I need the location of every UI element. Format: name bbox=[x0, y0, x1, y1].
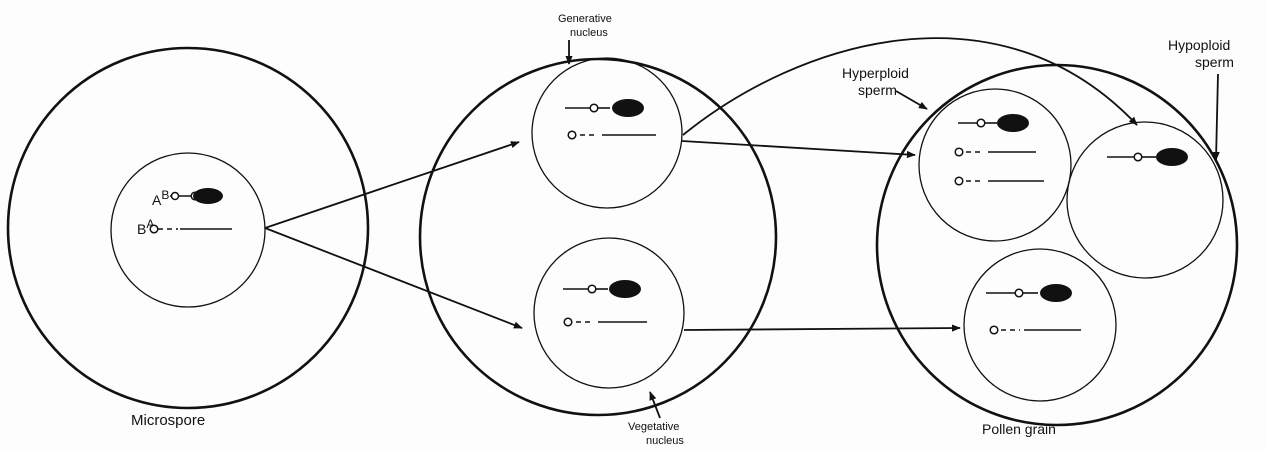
hyperploid-label-line1: Hyperploid bbox=[842, 65, 909, 81]
hyperploid-pointer-arrow bbox=[896, 91, 927, 109]
vegetative-nucleus bbox=[534, 238, 684, 388]
generative-nucleus bbox=[532, 58, 682, 208]
hypoploid-pointer-arrow bbox=[1216, 74, 1218, 160]
generative-chromosome-ba bbox=[568, 131, 656, 139]
arrow-generative-to-hypoploid bbox=[683, 38, 1137, 135]
hypoploid-sperm-nucleus bbox=[1067, 122, 1223, 278]
microspore-label: Microspore bbox=[131, 412, 205, 429]
arrow-microspore-to-generative bbox=[265, 142, 519, 228]
microspore-cell bbox=[8, 48, 368, 408]
vegetative-nucleus-pollen bbox=[964, 249, 1116, 401]
hyperploid-sperm-nucleus bbox=[919, 89, 1071, 241]
vegetative-label-line2: nucleus bbox=[646, 435, 684, 447]
pollen-grain-cell bbox=[877, 65, 1237, 425]
generative-label-line1: Generative bbox=[558, 13, 612, 25]
chromosome-label-ab: AB bbox=[152, 188, 169, 208]
arrow-microspore-to-vegetative bbox=[265, 228, 522, 328]
hyperploid-chromosome-ab bbox=[958, 114, 1029, 132]
hyperploid-label-line2: sperm bbox=[858, 82, 897, 98]
microspore-nucleus bbox=[111, 153, 265, 307]
pollen-grain-group: Pollen grain Hyperploid sperm Hypoploid … bbox=[842, 37, 1237, 437]
arrow-generative-to-hyperploid bbox=[682, 141, 915, 155]
generative-label-line2: nucleus bbox=[570, 27, 608, 39]
generative-chromosome-ab bbox=[565, 99, 644, 117]
microspore-group: AB BA Microspore bbox=[8, 48, 368, 429]
hypoploid-chromosome-ab bbox=[1107, 148, 1188, 166]
vegetative-label-line1: Vegetative bbox=[628, 421, 679, 433]
translocated-segment bbox=[193, 188, 223, 204]
binucleate-pollen-group: Generative nucleus Vegetative nucleus bbox=[420, 13, 776, 447]
hyperploid-chromosome-ba-1 bbox=[955, 148, 1036, 156]
arrow-vegetative-to-pollen-vegetative bbox=[684, 328, 960, 330]
microspore-chromosome-ba: BA bbox=[137, 217, 232, 237]
pollen-grain-label: Pollen grain bbox=[982, 421, 1056, 437]
binucleate-cell bbox=[420, 59, 776, 415]
hypoploid-label-line1: Hypoploid bbox=[1168, 37, 1230, 53]
process-arrows bbox=[265, 38, 1137, 330]
vegetative-chromosome-ba bbox=[564, 318, 647, 326]
microspore-chromosome-ab: AB bbox=[152, 188, 223, 208]
vegetative-chromosome-ab bbox=[563, 280, 641, 298]
hyperploid-chromosome-ba-2 bbox=[955, 177, 1044, 185]
hypoploid-label-line2: sperm bbox=[1195, 54, 1234, 70]
pollen-vegetative-chromosome-ba bbox=[990, 326, 1081, 334]
pollen-vegetative-chromosome-ab bbox=[986, 284, 1072, 302]
